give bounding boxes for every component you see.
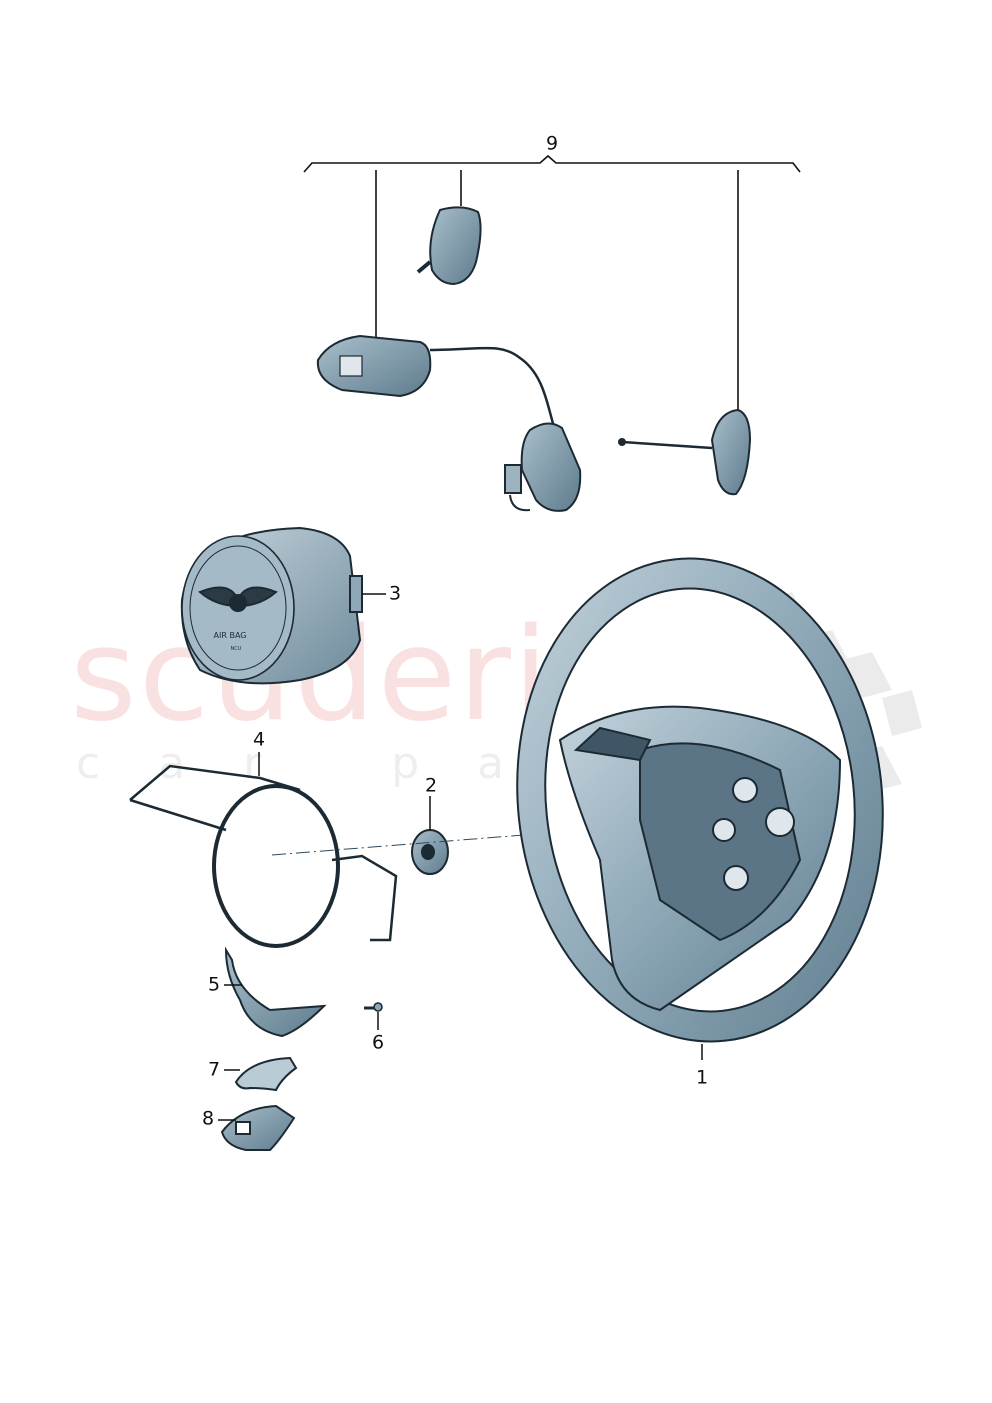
airbag-label: AIR BAG xyxy=(214,631,247,640)
callout-5[interactable]: 5 xyxy=(207,973,221,996)
callout-6[interactable]: 6 xyxy=(371,1031,385,1054)
bracket-9 xyxy=(303,154,801,410)
damper-grommet xyxy=(411,829,449,875)
steering-wheel xyxy=(516,557,884,1043)
switch-lower xyxy=(504,422,582,512)
callout-2[interactable]: 2 xyxy=(424,774,438,797)
airbag-module: AIR BAG NCU xyxy=(180,526,363,685)
lower-trim-panel xyxy=(224,946,327,1038)
trim-cap xyxy=(234,1056,298,1092)
trim-bracket xyxy=(220,1104,296,1151)
callout-1[interactable]: 1 xyxy=(695,1066,709,1089)
airbag-sublabel: NCU xyxy=(231,646,242,652)
switch-left xyxy=(316,334,557,431)
trim-cover-ring xyxy=(129,764,398,948)
callout-4[interactable]: 4 xyxy=(252,728,266,751)
callout-9[interactable]: 9 xyxy=(545,132,559,155)
switch-right xyxy=(618,408,752,496)
screw xyxy=(364,1002,383,1012)
switch-top xyxy=(416,206,482,286)
callout-3[interactable]: 3 xyxy=(388,582,402,605)
callout-8[interactable]: 8 xyxy=(201,1107,215,1130)
callout-7[interactable]: 7 xyxy=(207,1058,221,1081)
